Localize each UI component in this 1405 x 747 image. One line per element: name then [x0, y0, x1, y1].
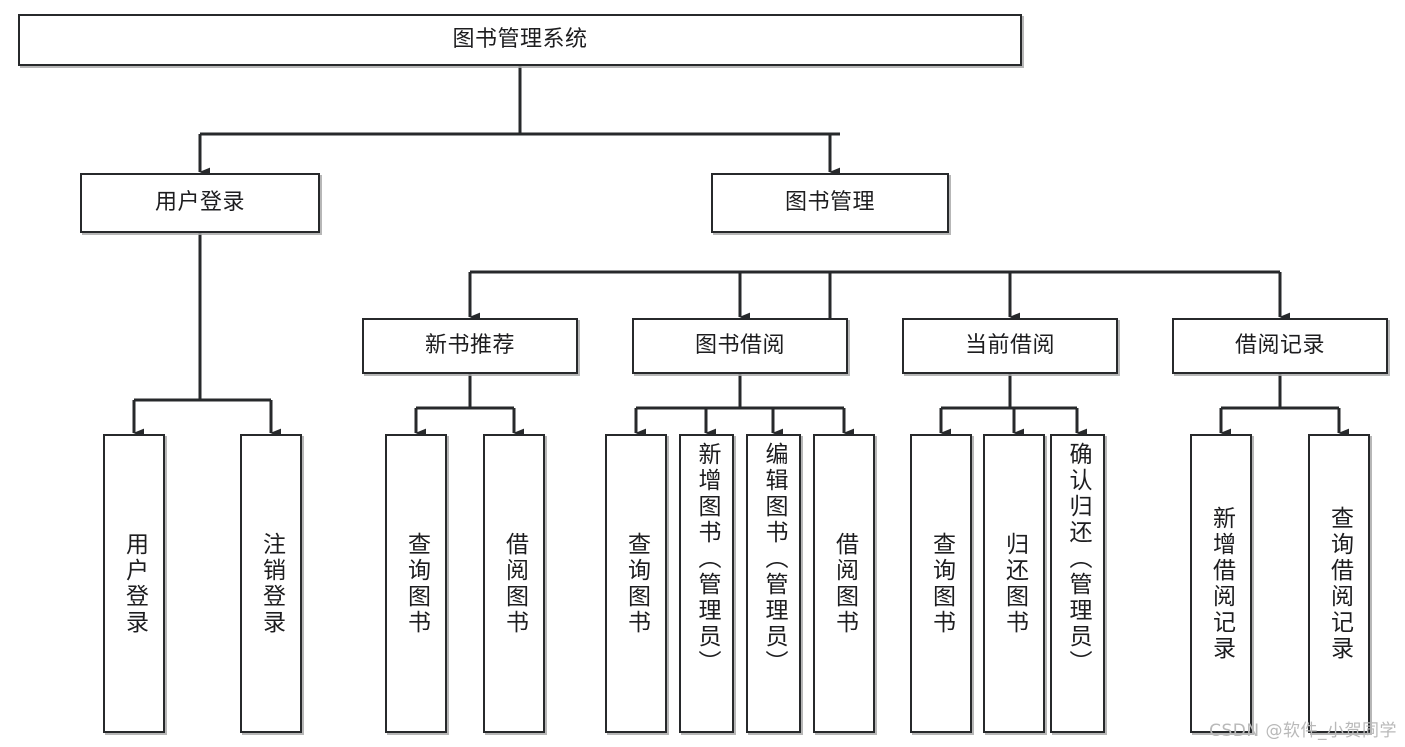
node-borrow-record-label: 借阅记录 [1234, 333, 1325, 359]
node-leaf-borrow-book-1-label: 借阅图书 [501, 531, 528, 636]
node-leaf-add-record-label: 新增借阅记录 [1208, 505, 1235, 662]
node-leaf-query-book-1-label: 查询图书 [403, 531, 430, 636]
node-book-borrow[interactable]: 图书借阅 [632, 318, 848, 374]
node-borrow-record[interactable]: 借阅记录 [1172, 318, 1388, 374]
watermark-text: CSDN @软件_小贺同学 [1209, 721, 1397, 741]
node-leaf-query-book-1[interactable]: 查询图书 [385, 434, 447, 733]
node-leaf-edit-book-label: 编辑图书（管理员） [761, 442, 787, 676]
node-current-borrow[interactable]: 当前借阅 [902, 318, 1118, 374]
node-leaf-user-login[interactable]: 用户登录 [103, 434, 165, 733]
node-leaf-add-record[interactable]: 新增借阅记录 [1190, 434, 1252, 733]
node-leaf-return-book[interactable]: 归还图书 [983, 434, 1045, 733]
node-new-book-rec-label: 新书推荐 [424, 333, 515, 359]
node-user-login-label: 用户登录 [154, 190, 245, 216]
node-leaf-confirm-return-label: 确认归还（管理员） [1065, 442, 1091, 676]
node-book-manage-label: 图书管理 [784, 190, 875, 216]
node-book-manage[interactable]: 图书管理 [711, 173, 949, 233]
node-leaf-query-record[interactable]: 查询借阅记录 [1308, 434, 1370, 733]
node-current-borrow-label: 当前借阅 [964, 333, 1055, 359]
node-new-book-rec[interactable]: 新书推荐 [362, 318, 578, 374]
node-leaf-logout[interactable]: 注销登录 [240, 434, 302, 733]
node-leaf-query-book-2-label: 查询图书 [623, 531, 650, 636]
node-leaf-query-record-label: 查询借阅记录 [1326, 505, 1353, 662]
node-leaf-add-book[interactable]: 新增图书（管理员） [679, 434, 734, 733]
node-leaf-borrow-book-2[interactable]: 借阅图书 [813, 434, 875, 733]
node-leaf-borrow-book-2-label: 借阅图书 [831, 531, 858, 636]
node-leaf-query-book-3-label: 查询图书 [928, 531, 955, 636]
node-leaf-add-book-label: 新增图书（管理员） [694, 442, 720, 676]
node-leaf-logout-label: 注销登录 [258, 531, 285, 636]
node-book-borrow-label: 图书借阅 [694, 333, 785, 359]
node-root[interactable]: 图书管理系统 [18, 14, 1022, 66]
node-user-login[interactable]: 用户登录 [80, 173, 320, 233]
node-leaf-user-login-label: 用户登录 [121, 531, 148, 636]
node-leaf-confirm-return[interactable]: 确认归还（管理员） [1050, 434, 1105, 733]
node-leaf-query-book-3[interactable]: 查询图书 [910, 434, 972, 733]
node-leaf-borrow-book-1[interactable]: 借阅图书 [483, 434, 545, 733]
node-root-label: 图书管理系统 [452, 27, 588, 53]
node-leaf-edit-book[interactable]: 编辑图书（管理员） [746, 434, 801, 733]
node-leaf-return-book-label: 归还图书 [1001, 531, 1028, 636]
node-leaf-query-book-2[interactable]: 查询图书 [605, 434, 667, 733]
